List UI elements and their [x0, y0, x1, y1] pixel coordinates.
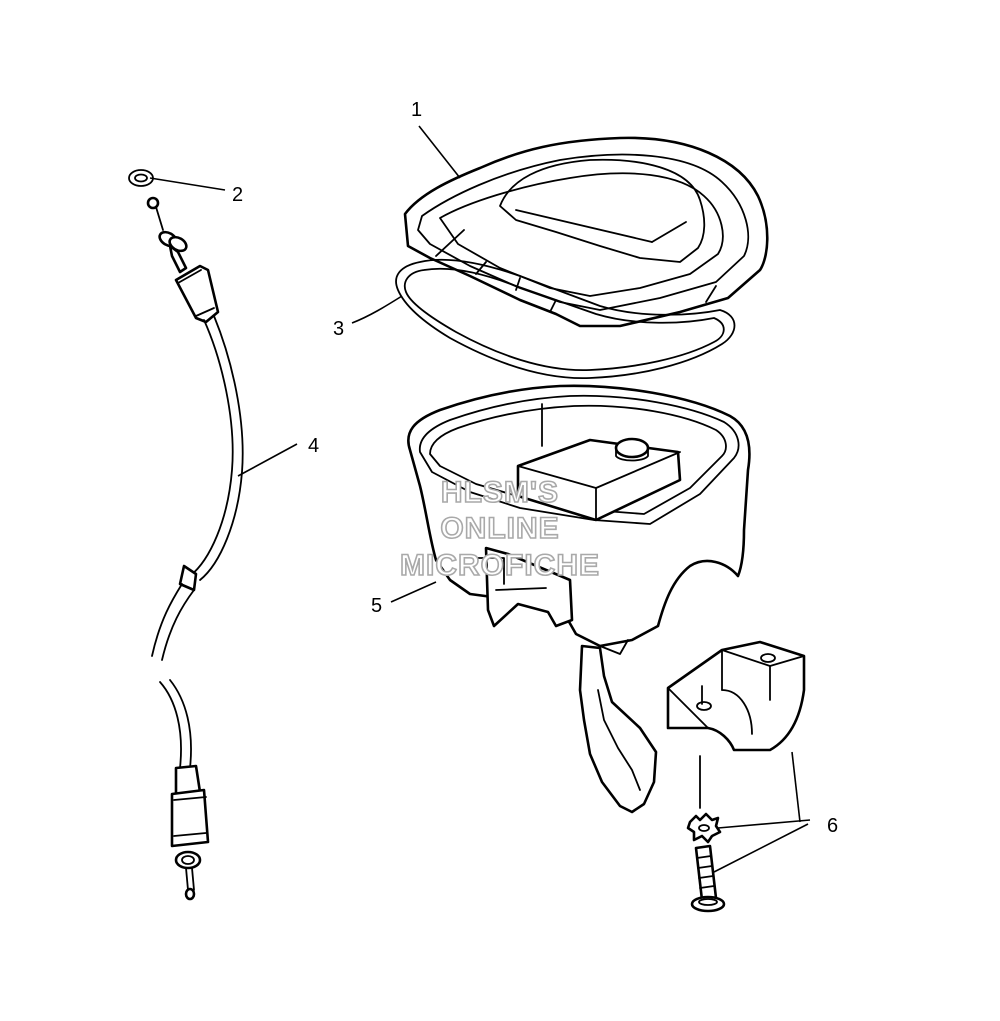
callout-4: 4 — [308, 435, 319, 457]
leader-1 — [418, 125, 461, 179]
callouts: 1 2 3 4 5 6 — [232, 99, 838, 837]
part-5-housing — [407, 384, 751, 814]
watermark-line-2: ONLINE — [440, 512, 559, 545]
watermark: HLSM'S ONLINE MICROFICHE — [399, 475, 600, 583]
part-6-screw — [690, 844, 726, 913]
part-2-clip — [128, 169, 154, 187]
leader-3 — [351, 295, 403, 324]
callout-3: 3 — [333, 318, 344, 340]
leader-6b — [717, 819, 811, 829]
callout-1: 1 — [411, 99, 422, 121]
leader-5 — [390, 581, 437, 603]
leader-lines — [149, 125, 811, 873]
part-3-gasket — [395, 258, 736, 379]
callout-5: 5 — [371, 595, 382, 617]
leader-6c — [713, 823, 809, 873]
part-4-throttle-cable — [146, 196, 244, 901]
part-6-lockwasher — [686, 812, 722, 844]
leader-4 — [237, 443, 298, 477]
callout-2: 2 — [232, 184, 243, 206]
part-1-cover — [403, 136, 769, 328]
watermark-line-1: HLSM'S — [441, 476, 559, 509]
leader-2 — [149, 177, 226, 191]
watermark-line-3: MICROFICHE — [400, 549, 600, 582]
callout-6: 6 — [827, 815, 838, 837]
leader-6a — [791, 751, 801, 823]
part-6-clamp — [666, 640, 806, 809]
